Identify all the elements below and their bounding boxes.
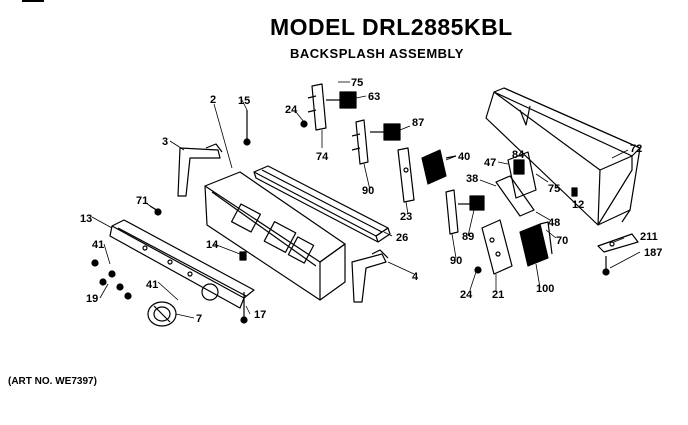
callout-13: 13	[80, 213, 92, 225]
callout-24b: 24	[460, 289, 473, 301]
callout-211: 211	[640, 231, 658, 243]
top-edge-mark	[22, 0, 44, 2]
callout-75a: 75	[351, 77, 363, 89]
callout-72: 72	[630, 143, 642, 155]
leader-lines	[91, 81, 641, 319]
callout-187: 187	[644, 247, 662, 259]
part-90-bracket	[351, 119, 369, 165]
part-19-screws	[91, 259, 132, 300]
callout-2: 2	[210, 94, 216, 106]
part-24-screw	[300, 120, 482, 274]
callout-24a: 24	[285, 104, 298, 116]
callout-47: 47	[484, 157, 496, 169]
part-14-fastener	[239, 251, 247, 261]
part-63-switch	[326, 91, 357, 109]
callout-41a: 41	[92, 239, 104, 251]
callout-12: 12	[572, 199, 584, 211]
part-15-screw	[243, 110, 251, 146]
callout-17: 17	[254, 309, 266, 321]
part-17-screw	[240, 292, 248, 324]
page-subtitle: BACKSPLASH ASSEMBLY	[290, 46, 464, 61]
callout-63: 63	[368, 91, 380, 103]
callout-90a: 90	[362, 185, 374, 197]
part-100-transformer	[519, 221, 553, 267]
callout-74: 74	[316, 151, 329, 163]
part-211-bracket	[597, 233, 639, 253]
callout-7: 7	[196, 313, 202, 325]
part-40-timer	[421, 149, 457, 185]
part-74-bracket	[307, 83, 327, 131]
callout-21: 21	[492, 289, 504, 301]
callout-48: 48	[548, 217, 560, 229]
callout-19: 19	[86, 293, 98, 305]
callout-75b: 75	[548, 183, 560, 195]
part-13-face-plate	[109, 219, 255, 309]
part-2-console-body	[204, 171, 346, 301]
part-72-backsplash-cover	[485, 87, 641, 226]
callout-23: 23	[400, 211, 412, 223]
part-7-knob	[147, 301, 177, 327]
callout-90b: 90	[450, 255, 462, 267]
callout-41b: 41	[146, 279, 158, 291]
callout-4: 4	[412, 271, 419, 283]
part-84-component	[507, 151, 537, 199]
part-90-bracket-lower	[445, 189, 459, 235]
callout-26: 26	[396, 232, 408, 244]
callout-labels: 75 63 2 15 24 87 74 3 40 90 72 47 84 38 …	[80, 77, 662, 325]
callout-40: 40	[458, 151, 470, 163]
part-3-bracket	[177, 143, 223, 197]
part-87-switch	[370, 123, 401, 141]
callout-3: 3	[162, 136, 168, 148]
callout-70: 70	[556, 235, 568, 247]
callout-14: 14	[206, 239, 219, 251]
part-23-plate	[397, 147, 415, 203]
part-38-board	[495, 175, 535, 217]
callout-84: 84	[512, 149, 525, 161]
part-12-screw	[571, 187, 578, 197]
part-4-bracket	[351, 249, 389, 303]
callout-15: 15	[238, 95, 250, 107]
part-89-switch	[458, 195, 485, 211]
part-21-terminal-board	[481, 219, 513, 275]
callout-100: 100	[536, 283, 554, 295]
callout-89: 89	[462, 231, 474, 243]
callout-71: 71	[136, 195, 148, 207]
art-number: (ART NO. WE7397)	[8, 376, 97, 387]
part-187-screw	[602, 256, 610, 276]
callout-38: 38	[466, 173, 478, 185]
page-title: MODEL DRL2885KBL	[270, 14, 513, 40]
callout-87: 87	[412, 117, 424, 129]
part-26-trim-strip	[253, 165, 391, 243]
